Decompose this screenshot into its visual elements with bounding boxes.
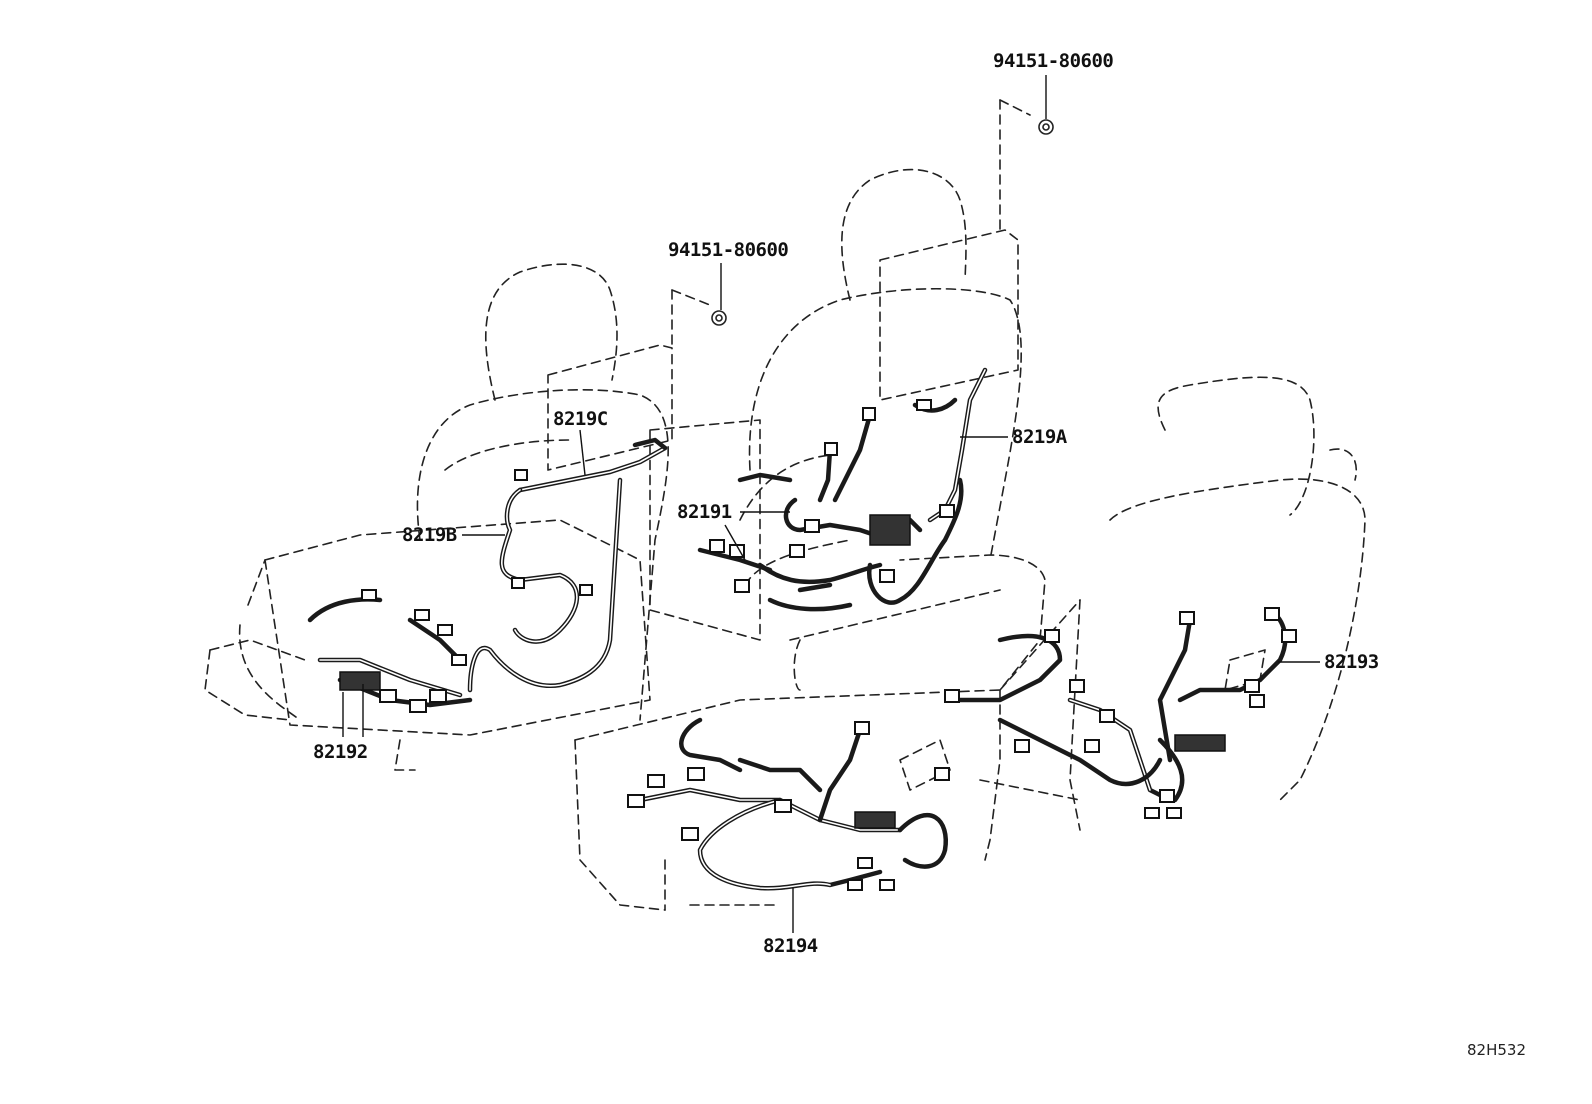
clip-94151-right-icon [1038, 119, 1054, 135]
callout-94151-80600-right: 94151-80600 [993, 50, 1114, 72]
callout-82193: 82193 [1324, 651, 1379, 673]
harness-82192 [307, 469, 593, 713]
harness-82194 [627, 717, 950, 891]
harness-8219B [467, 477, 623, 693]
callout-82192: 82192 [313, 741, 368, 763]
callout-82191: 82191 [677, 501, 732, 523]
harness-82193 [944, 607, 1297, 819]
callout-8219A: 8219A [1012, 426, 1067, 448]
diagram-reference-code: 82H532 [1467, 1041, 1526, 1059]
harness-8219A [817, 367, 988, 523]
callout-82194: 82194 [763, 935, 818, 957]
harness-8219C [517, 437, 668, 493]
leader-lines [342, 75, 1320, 933]
callout-8219B: 8219B [402, 524, 457, 546]
rear-left-seat-outline [204, 263, 711, 771]
callout-8219C: 8219C [553, 408, 608, 430]
harness-82191 [697, 472, 964, 612]
callout-94151-80600-left: 94151-80600 [668, 239, 789, 261]
rear-middle-seat-outline [649, 99, 1031, 691]
clip-94151-left-icon [711, 310, 727, 326]
